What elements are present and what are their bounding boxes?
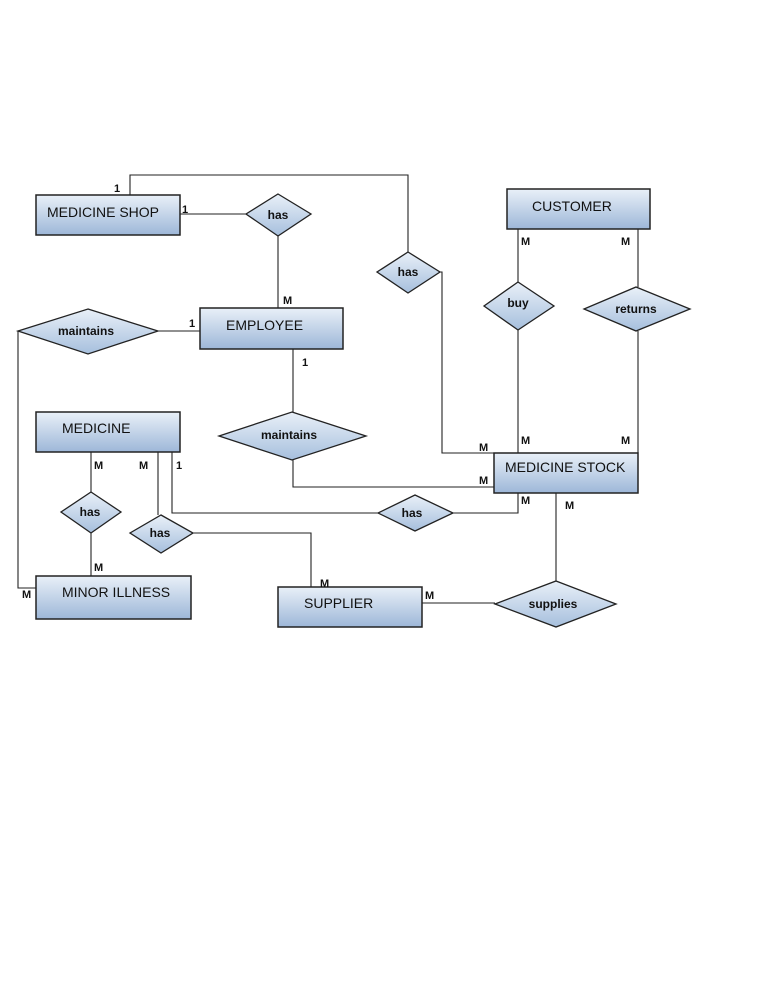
cardinality-stock-left-top: M	[479, 442, 488, 454]
cardinality-employee-top: M	[283, 295, 292, 307]
relationship-medicine-has-supplier[interactable]: has	[128, 514, 195, 554]
entity-label: CUSTOMER	[532, 198, 612, 214]
line-maintains-to-stock	[292, 460, 494, 488]
relationship-label: has	[268, 208, 289, 222]
relationship-supplies[interactable]: supplies	[493, 580, 618, 628]
cardinality-stock-bottom-right: M	[565, 500, 574, 512]
relationship-label: maintains	[261, 428, 317, 442]
entity-medicine-stock[interactable]: MEDICINE STOCK	[493, 452, 639, 494]
line-medicine-to-has-stock	[171, 452, 378, 514]
cardinality-stock-buy: M	[521, 435, 530, 447]
relationship-buy[interactable]: buy	[482, 281, 556, 331]
cardinality-customer-left: M	[521, 236, 530, 248]
entity-label: MEDICINE SHOP	[47, 204, 159, 220]
relationship-label: supplies	[529, 597, 578, 611]
relationship-label: buy	[507, 296, 529, 310]
entity-label: MINOR ILLNESS	[62, 584, 170, 600]
entity-label: MEDICINE STOCK	[505, 459, 626, 475]
cardinality-illness-left: M	[22, 589, 31, 601]
cardinality-stock-bottom-left: M	[521, 495, 530, 507]
entity-label: EMPLOYEE	[226, 317, 303, 333]
relationship-maintains-illness[interactable]: maintains	[15, 308, 161, 355]
cardinality-labels: 1 1 M 1 1 M M M M M M M M M M 1 M M M M	[22, 183, 630, 602]
relationship-shop-has-stock[interactable]: has	[375, 251, 442, 294]
cardinality-stock-left-mid: M	[479, 475, 488, 487]
entity-medicine-shop[interactable]: MEDICINE SHOP	[35, 194, 181, 236]
entity-label: SUPPLIER	[304, 595, 373, 611]
relationship-label: has	[150, 526, 171, 540]
relationship-label: has	[402, 506, 423, 520]
relationship-shop-has-employee[interactable]: has	[244, 193, 313, 237]
entity-medicine[interactable]: MEDICINE	[35, 411, 181, 453]
entity-supplier[interactable]: SUPPLIER	[277, 586, 423, 628]
line-has-to-stock	[440, 271, 494, 454]
cardinality-customer-right: M	[621, 236, 630, 248]
cardinality-medicine-b: M	[139, 460, 148, 472]
cardinality-medicine-c: 1	[176, 460, 182, 472]
entity-employee[interactable]: EMPLOYEE	[199, 307, 344, 350]
relationship-returns[interactable]: returns	[582, 286, 692, 332]
relationship-label: has	[398, 265, 419, 279]
line-shop-to-has-stock	[129, 174, 409, 252]
line-maintains-to-illness	[17, 331, 36, 589]
cardinality-employee-left: 1	[189, 318, 195, 330]
relationship-label: returns	[615, 302, 657, 316]
relationship-label: has	[80, 505, 101, 519]
relationship-label: maintains	[58, 324, 114, 338]
cardinality-employee-bottom: 1	[302, 357, 308, 369]
relationship-medicine-has-illness[interactable]: has	[59, 491, 123, 534]
connector-lines	[17, 174, 639, 604]
relationship-maintains-stock[interactable]: maintains	[216, 411, 369, 461]
cardinality-shop-right: 1	[182, 204, 188, 216]
cardinality-illness-top: M	[94, 562, 103, 574]
line-has-to-supplier	[193, 532, 312, 587]
cardinality-shop-top: 1	[114, 183, 120, 195]
cardinality-supplier-right: M	[425, 590, 434, 602]
cardinality-supplier-top: M	[320, 578, 329, 590]
entity-label: MEDICINE	[62, 420, 130, 436]
cardinality-stock-returns: M	[621, 435, 630, 447]
line-has-stock-to-stock	[453, 493, 519, 514]
entity-minor-illness[interactable]: MINOR ILLNESS	[35, 575, 192, 620]
relationship-medicine-has-stock[interactable]: has	[376, 494, 455, 532]
cardinality-medicine-a: M	[94, 460, 103, 472]
entity-customer[interactable]: CUSTOMER	[506, 188, 651, 230]
